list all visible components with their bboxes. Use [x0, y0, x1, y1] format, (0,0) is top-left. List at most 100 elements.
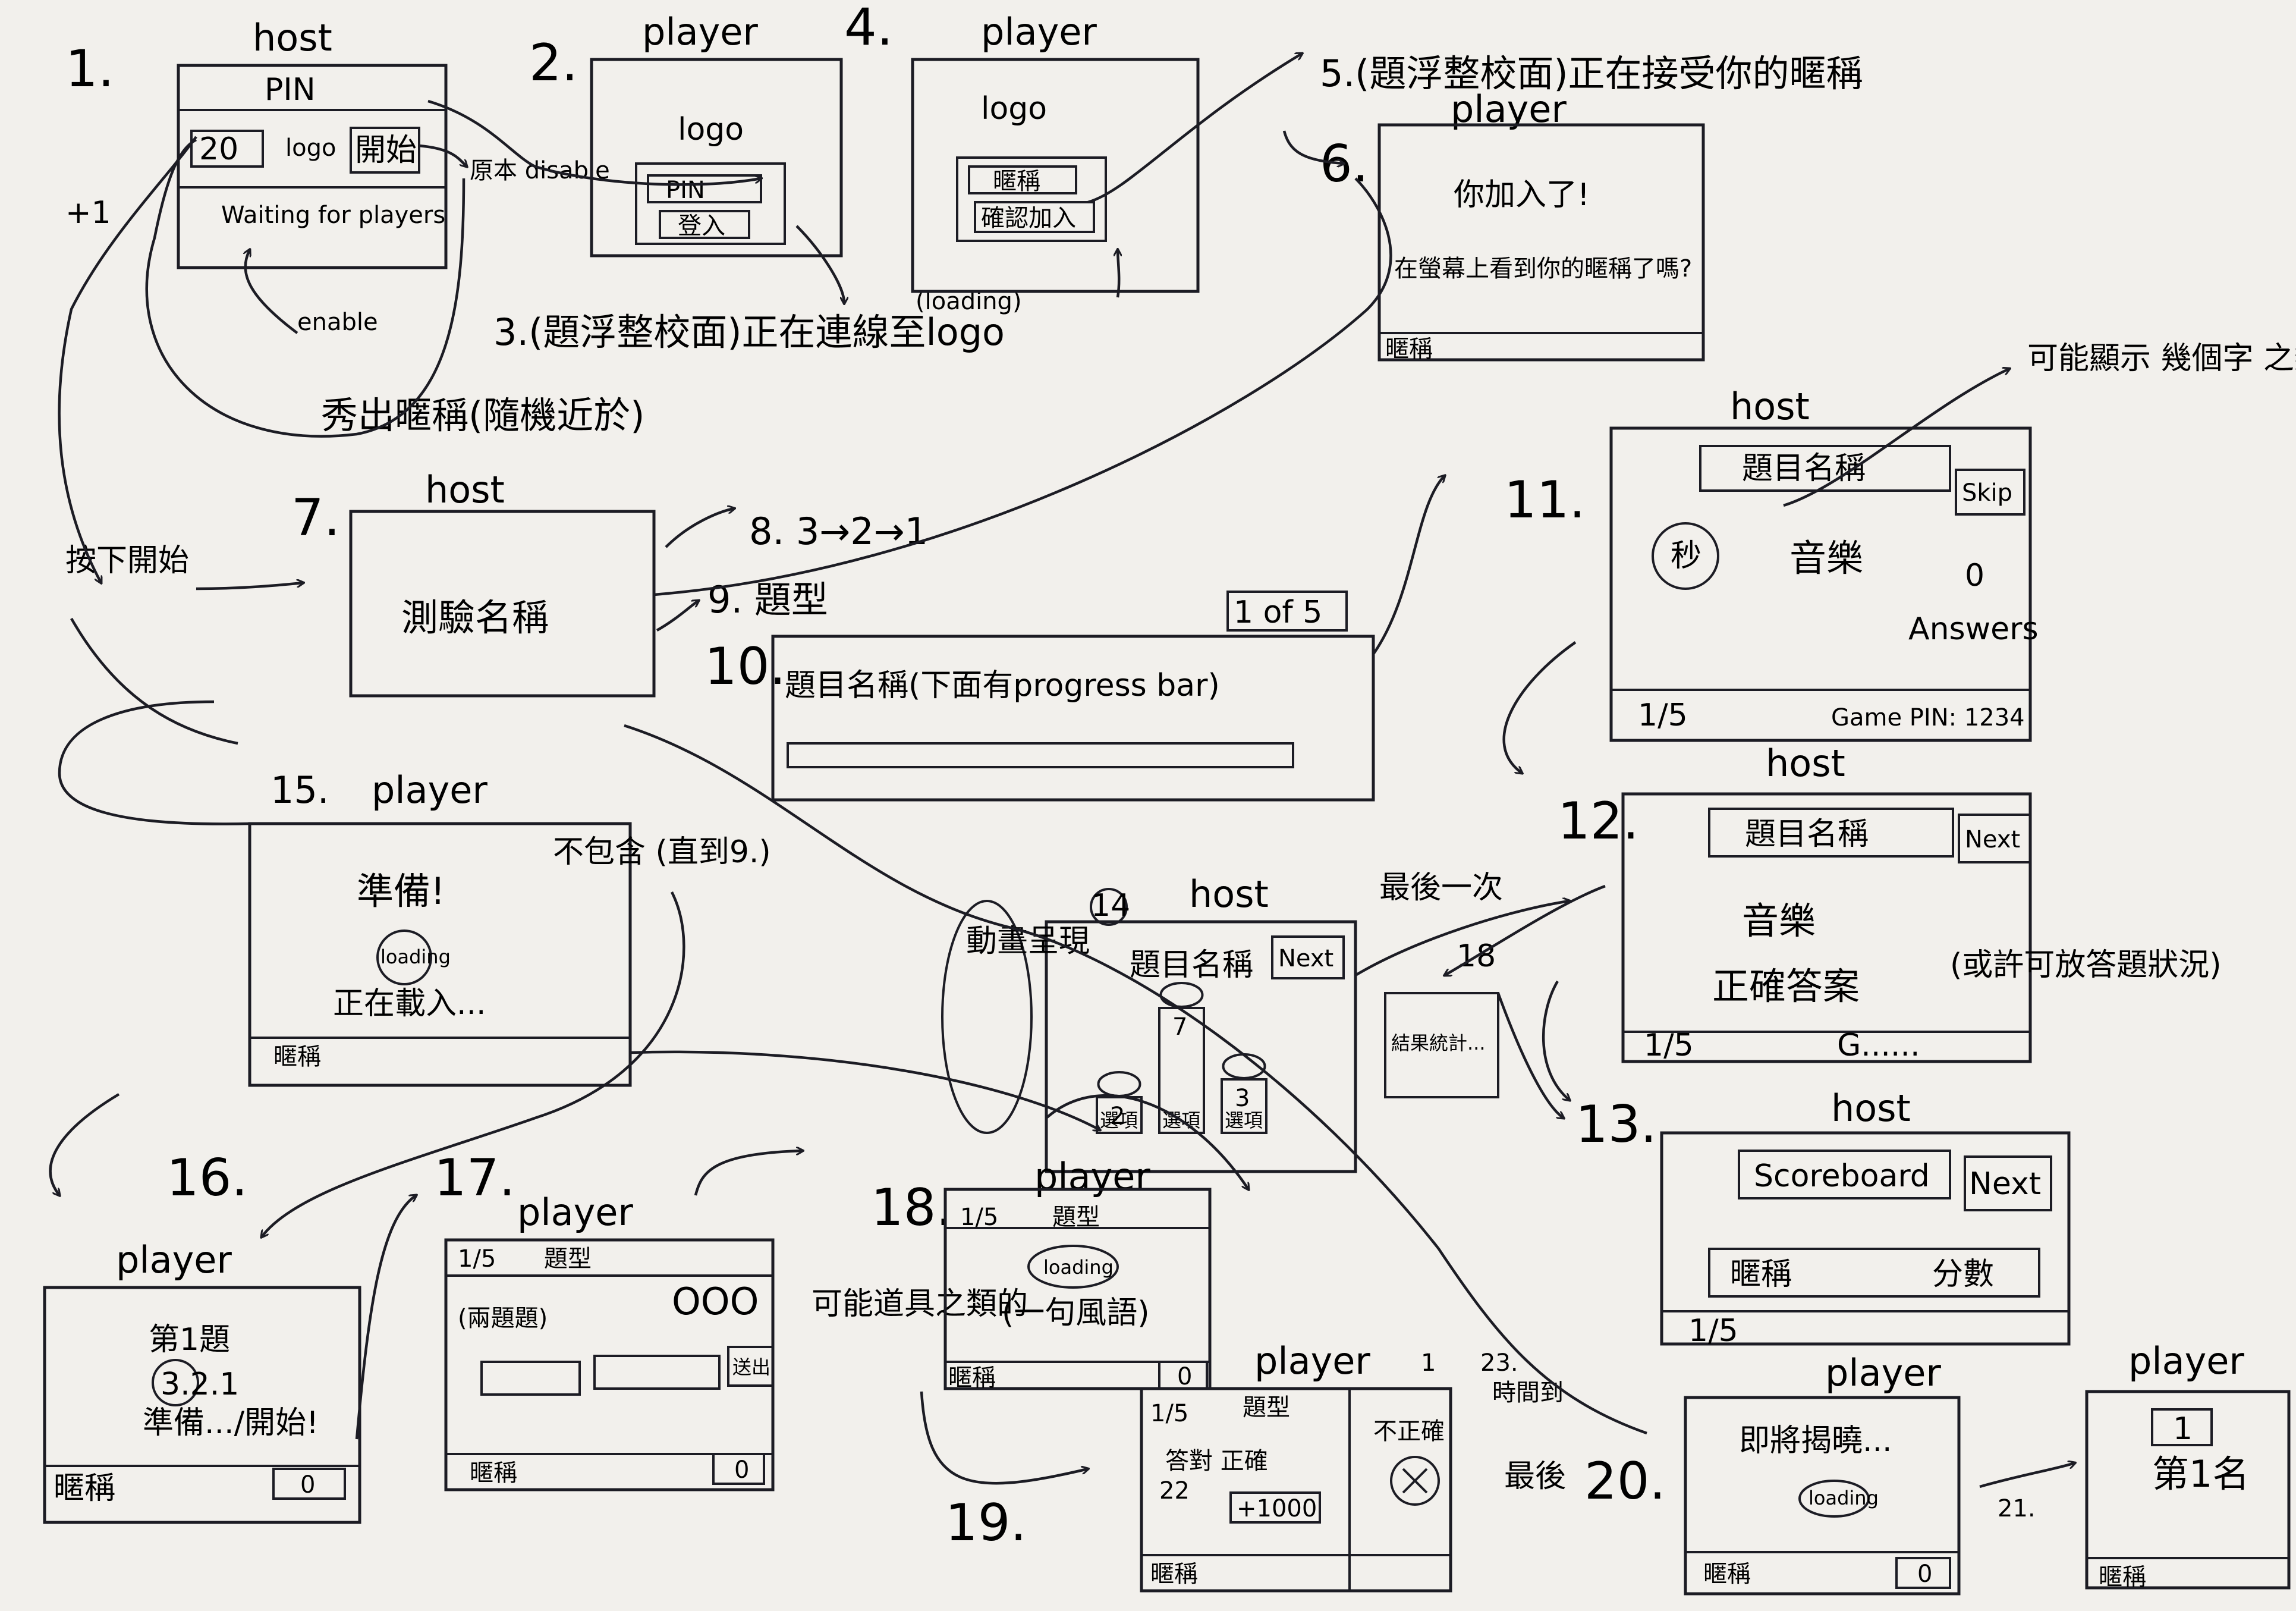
correct-label: 答對 正確	[1165, 1447, 1268, 1475]
streak-label: 22	[1159, 1477, 1190, 1505]
frame-13-next-label: Next	[1969, 1166, 2041, 1202]
frame-11-media: 音樂	[1789, 536, 1863, 580]
submit-button[interactable]	[727, 1346, 774, 1387]
frame-21-title: player	[2128, 1339, 2244, 1383]
join-button-label: 登入	[678, 212, 725, 240]
frame-13-title: host	[1831, 1086, 1911, 1130]
answers-count: 0	[1965, 558, 1984, 593]
frame-13-scoreboard: 13. host Scoreboard Next 暱稱 分數 1/5	[1575, 1086, 2071, 1349]
frame-10-question-intro: 8. 3→2→1 9. 題型 10. 1 of 5 題目名稱(下面有progre…	[704, 510, 1375, 802]
countdown-text: 3.2.1	[161, 1367, 239, 1402]
scoreboard-label: Scoreboard	[1754, 1158, 1930, 1194]
frame-13-next-button[interactable]	[1964, 1155, 2052, 1211]
question-number: 第1題	[149, 1322, 230, 1358]
answer-input-1[interactable]	[480, 1361, 581, 1396]
frame-19-counter: 1/5	[1150, 1400, 1188, 1427]
answer-bar-label-3: 選項	[1225, 1109, 1263, 1132]
step-18-label: 18.	[871, 1178, 952, 1238]
frame-20-score-box	[1895, 1557, 1951, 1589]
timer-circle	[1652, 522, 1719, 590]
skip-button[interactable]	[1955, 469, 2025, 516]
result-stats-box	[1384, 992, 1499, 1098]
frame-13-screen	[1660, 1131, 2071, 1346]
answer-input-2[interactable]	[593, 1355, 721, 1390]
frame-14-screen	[1045, 920, 1357, 1173]
frame-18-screen	[943, 1188, 1212, 1390]
frame-14-next-button[interactable]	[1271, 935, 1345, 979]
progress-bar	[787, 742, 1294, 768]
nickname-form	[956, 156, 1107, 242]
points-earned: +1000	[1237, 1495, 1317, 1522]
frame-2-title: player	[642, 10, 758, 54]
rank-box	[2151, 1408, 2213, 1446]
frame-12-question-box	[1708, 808, 1954, 858]
frame-19-nickname: 暱稱	[1150, 1560, 1198, 1588]
frame-11-question: 題目名稱	[1742, 451, 1866, 486]
points-badge	[1229, 1491, 1321, 1524]
frame-12-note: (或許可放答題狀況)	[1950, 947, 2222, 983]
join-form	[635, 162, 786, 245]
frame-4-player-nickname: 4. player logo 暱稱 確認加入	[844, 0, 1200, 293]
result-stats-text: 結果統計...	[1391, 1032, 1486, 1054]
pin-input[interactable]	[647, 174, 762, 203]
next-button[interactable]	[1958, 814, 2031, 863]
answer-bar-label-1: 選項	[1100, 1109, 1138, 1132]
step-15-label: 15.	[271, 768, 329, 812]
frame-15-loading: loading	[380, 946, 451, 968]
timer-label: 秒	[1671, 538, 1701, 574]
frame-18-player-waiting: 18. player 1/5 題型 loading (一句風語) 暱稱 0	[871, 1155, 1212, 1392]
frame-1-host-lobby: 1. host PIN 20 logo 開始 Waiting for playe…	[65, 16, 610, 336]
logo-placeholder: logo	[285, 134, 336, 162]
animation-note-circle	[941, 900, 1033, 1134]
answer-bar-value-3: 3	[1235, 1085, 1250, 1112]
frame-18-type: 題型	[1052, 1204, 1100, 1231]
frame-17-note: 可能道具之類的	[812, 1286, 1028, 1322]
item-slots: OOO	[672, 1280, 759, 1323]
note-3: (loading) 3.(題浮整校面)正在連線至logo 秀出暱稱(隨機近於)	[321, 288, 1022, 437]
score-row-score: 分數	[1932, 1257, 1994, 1292]
enable-note: enable	[297, 309, 378, 336]
joined-text: 你加入了!	[1454, 177, 1590, 213]
question-title: 題目名稱(下面有progress bar)	[785, 668, 1220, 704]
animation-note: 動畫呈現	[966, 924, 1090, 959]
frame-20-loading-circle	[1798, 1480, 1870, 1518]
step-16-label: 16.	[166, 1148, 248, 1208]
frame-1-title: host	[253, 16, 332, 59]
frame-16-nickname: 暱稱	[54, 1471, 115, 1506]
confirm-join-button[interactable]	[974, 201, 1095, 233]
start-button[interactable]	[350, 127, 420, 174]
question-box	[1699, 445, 1951, 492]
frame-6-nickname: 暱稱	[1385, 335, 1433, 363]
frame-18-score: 0	[1177, 1363, 1192, 1390]
step-5-note: 5.(題浮整校面)正在接受你的暱稱	[1320, 52, 1863, 95]
join-button[interactable]	[659, 210, 750, 239]
final-note: 最後	[1504, 1459, 1566, 1494]
frame-20-nickname: 暱稱	[1703, 1560, 1751, 1588]
nickname-input[interactable]	[968, 165, 1077, 194]
frame-10-screen	[771, 635, 1375, 802]
frame-19-title: player	[1254, 1339, 1370, 1383]
prompt-text: (兩題題)	[458, 1305, 548, 1332]
step-14-label: 14	[1091, 888, 1130, 924]
answers-label: Answers	[1908, 611, 2039, 647]
step-2-label: 2.	[529, 33, 578, 93]
frame-19-type: 題型	[1243, 1394, 1290, 1421]
frame-19-score: 1	[1421, 1349, 1436, 1377]
frame-6-player-joined: 6. player 你加入了! 在螢幕上看到你的暱稱了嗎? 暱稱	[1320, 87, 1705, 363]
frame-11-title: host	[1730, 385, 1810, 428]
step-23-note: 23.	[1480, 1349, 1518, 1377]
frame-11-note: 可能顯示 幾個字 之類的	[2027, 341, 2296, 376]
frame-20-title: player	[1825, 1351, 1941, 1395]
answer-bar-value-1: 2	[1110, 1103, 1125, 1130]
frame-12-counter: 1/5	[1644, 1028, 1694, 1063]
answer-bar-value-2: 7	[1172, 1013, 1187, 1041]
rank-label: 第1名	[2152, 1452, 2249, 1496]
countdown-circle	[152, 1359, 199, 1406]
game-pin-label: Game PIN: 1234	[1831, 704, 2025, 731]
last-time-note: 最後一次	[1379, 870, 1503, 906]
step-13-label: 13.	[1575, 1095, 1657, 1154]
frame-20-screen	[1684, 1396, 1961, 1596]
